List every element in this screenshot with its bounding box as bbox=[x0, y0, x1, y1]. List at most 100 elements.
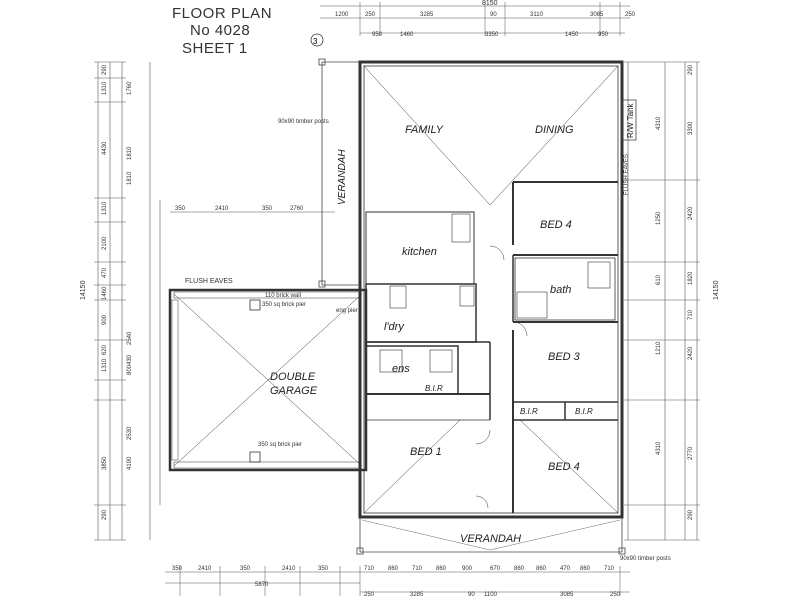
dim-right-outer: 710 bbox=[688, 309, 694, 320]
room-kitchen: kitchen bbox=[402, 246, 437, 258]
dim-bottom: 860 bbox=[580, 566, 591, 572]
plan-title-line1: FLOOR PLAN bbox=[172, 5, 273, 22]
dim-left-inner: 1810 bbox=[127, 146, 133, 160]
dim-bottom: 860 bbox=[388, 566, 399, 572]
dim-top-inner: 950 bbox=[598, 32, 609, 38]
dim-mid: 2760 bbox=[290, 206, 304, 212]
dim-right-inner: 610 bbox=[656, 274, 662, 285]
dim-mid: 350 bbox=[262, 206, 273, 212]
dim-left-outer: 470 bbox=[102, 267, 108, 278]
note-eng-pier: eng pier bbox=[336, 308, 358, 314]
dim-left-inner: 800 bbox=[127, 364, 133, 375]
dim-left-outer: 2100 bbox=[102, 236, 108, 250]
plan-title-line2: No 4028 bbox=[190, 22, 251, 39]
room-ensuite: ens bbox=[392, 363, 410, 375]
dim-bottom-total: 5870 bbox=[255, 582, 269, 588]
room-garage-line2: GARAGE bbox=[270, 385, 318, 397]
dim-right-outer: 2770 bbox=[688, 446, 694, 460]
dim-mid: 350 bbox=[175, 206, 186, 212]
room-bed3: BED 3 bbox=[548, 351, 581, 363]
dim-left-outer: 900 bbox=[102, 314, 108, 325]
dim-top-inner: 950 bbox=[372, 32, 383, 38]
note-brick-pier-bottom: 350 sq brick pier bbox=[258, 442, 302, 448]
dim-bottom: 2410 bbox=[282, 566, 296, 572]
note-flush-eaves-right: FLUSH EAVES bbox=[624, 154, 630, 195]
room-bir-bed3b: B.I.R bbox=[575, 407, 593, 416]
dim-right-inner: 4310 bbox=[656, 441, 662, 455]
dim-top-inner: 3350 bbox=[485, 32, 499, 38]
room-bed1: BED 1 bbox=[410, 446, 442, 458]
dim-top: 3085 bbox=[590, 12, 604, 18]
dim-mid: 2410 bbox=[215, 206, 229, 212]
dim-bottom: 860 bbox=[536, 566, 547, 572]
room-verandah-side: VERANDAH bbox=[337, 149, 348, 205]
dim-top: 250 bbox=[625, 12, 636, 18]
dim-bottom-lower: 1100 bbox=[484, 592, 498, 598]
dim-left-outer: 4430 bbox=[102, 141, 108, 155]
dim-left-outer: 620 bbox=[102, 344, 108, 355]
dim-bottom: 470 bbox=[560, 566, 571, 572]
room-bir-ensuite: B.I.R bbox=[425, 384, 443, 393]
dim-left-inner: 2530 bbox=[127, 426, 133, 440]
dim-right-outer: 2420 bbox=[688, 206, 694, 220]
dim-top: 3110 bbox=[530, 12, 544, 18]
dim-bottom: 710 bbox=[604, 566, 615, 572]
dim-left-inner: 4190 bbox=[127, 456, 133, 470]
room-bir-bed3a: B.I.R bbox=[520, 407, 538, 416]
room-bed4-top: BED 4 bbox=[540, 219, 572, 231]
dim-right-outer: 290 bbox=[688, 64, 694, 75]
note-flush-eaves-left: FLUSH EAVES bbox=[185, 278, 233, 285]
dimension-lines bbox=[97, 5, 698, 593]
dim-top: 250 bbox=[365, 12, 376, 18]
verandah-lines bbox=[318, 58, 637, 555]
dim-right-inner: 1250 bbox=[656, 211, 662, 225]
dim-bottom: 860 bbox=[514, 566, 525, 572]
dim-right-outer: 290 bbox=[688, 509, 694, 520]
dim-bottom: 350 bbox=[172, 566, 183, 572]
dim-top-inner: 1460 bbox=[400, 32, 414, 38]
note-timber-posts: 90x90 timber posts bbox=[278, 119, 329, 125]
dim-bottom: 900 bbox=[462, 566, 473, 572]
note-brick-wall: 110 brick wall bbox=[265, 293, 301, 299]
dim-left-total: 14150 bbox=[80, 280, 87, 300]
dim-bottom-lower: 250 bbox=[610, 592, 621, 598]
dim-right-outer: 2420 bbox=[688, 346, 694, 360]
dim-bottom-lower: 3285 bbox=[410, 592, 424, 598]
note-brick-pier-top: 350 sq brick pier bbox=[262, 302, 306, 308]
dim-left-outer: 1310 bbox=[102, 358, 108, 372]
dimension-ticks bbox=[94, 2, 700, 596]
room-dining: DINING bbox=[535, 124, 574, 136]
room-verandah-bottom: VERANDAH bbox=[460, 533, 521, 545]
dim-right-outer: 3300 bbox=[688, 121, 694, 135]
dim-right-inner: 1210 bbox=[656, 341, 662, 355]
dim-bottom-lower: 3085 bbox=[560, 592, 574, 598]
room-laundry: l'dry bbox=[384, 321, 405, 333]
dim-bottom: 710 bbox=[364, 566, 375, 572]
room-garage-line1: DOUBLE bbox=[270, 371, 316, 383]
dim-right-inner: 4310 bbox=[656, 116, 662, 130]
dim-bottom: 670 bbox=[490, 566, 501, 572]
dim-left-outer: 1310 bbox=[102, 81, 108, 95]
note-posts-bottom: 90x90 timber posts bbox=[620, 556, 671, 562]
dim-left-inner: 1760 bbox=[127, 81, 133, 95]
dim-bottom: 710 bbox=[412, 566, 423, 572]
dim-top: 3285 bbox=[420, 12, 434, 18]
dim-left-inner: 430 bbox=[127, 354, 133, 365]
dim-bottom: 350 bbox=[240, 566, 251, 572]
dim-right-total: 14150 bbox=[713, 280, 720, 300]
dim-bottom-lower: 250 bbox=[364, 592, 375, 598]
dim-left-inner: 1810 bbox=[127, 171, 133, 185]
dim-left-inner: 2540 bbox=[127, 331, 133, 345]
dim-left-outer: 1460 bbox=[102, 286, 108, 300]
dim-left-outer: 290 bbox=[102, 509, 108, 520]
section-marker: 3 bbox=[310, 33, 324, 47]
dim-bottom: 860 bbox=[436, 566, 447, 572]
dim-left-outer: 1310 bbox=[102, 201, 108, 215]
dim-top: 1200 bbox=[335, 12, 349, 18]
dim-bottom: 2410 bbox=[198, 566, 212, 572]
room-bath: bath bbox=[550, 284, 571, 296]
dim-left-outer: 290 bbox=[102, 64, 108, 75]
dim-top-inner: 1450 bbox=[565, 32, 579, 38]
